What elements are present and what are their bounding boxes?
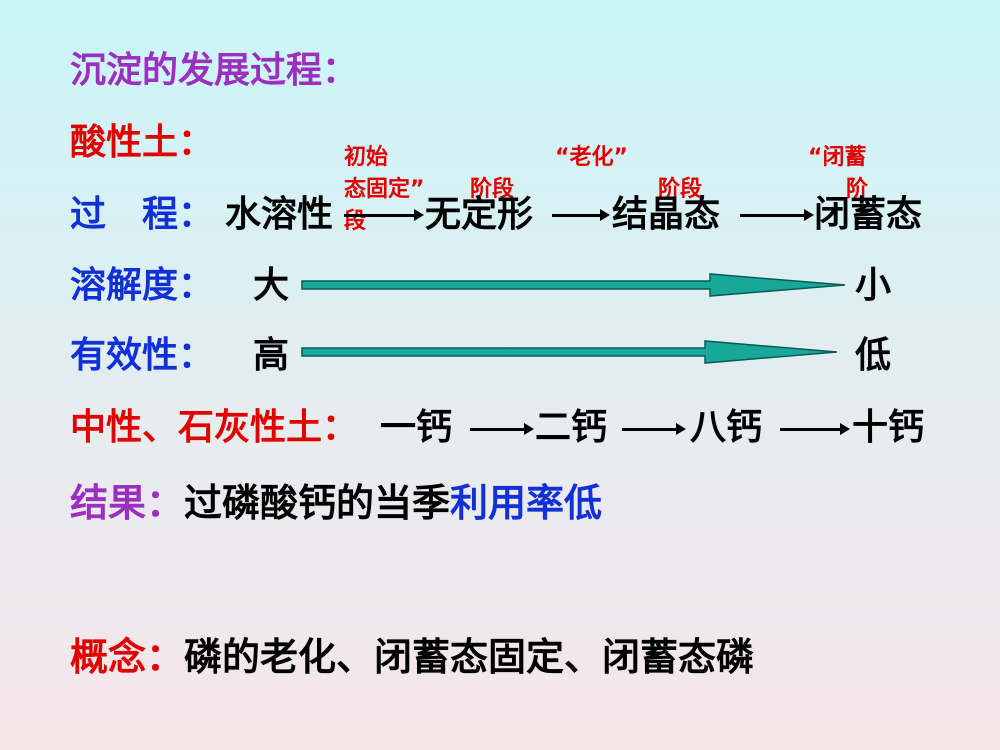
neutral-stage-4: 十钙 [852,407,925,448]
phase-label-occluded-line1: “闭蓄 [808,145,867,170]
concept-row: 概念：磷的老化、闭蓄态固定、闭蓄态磷 [70,638,754,676]
availability-label: 有效性： [70,335,215,376]
process-stage-4: 闭蓄态 [814,194,923,235]
neutral-stage-2: 二钙 [535,407,608,448]
phase-label-stage-1: 阶段 [470,177,515,202]
phase-label-occluded-line2: 阶 [846,176,869,202]
process-stage-3: 结晶态 [612,194,721,235]
availability-arrow [301,340,838,364]
phase-label-occluded: “闭蓄 阶 [808,142,868,206]
process-label: 过 程： [70,194,215,235]
concept-label: 概念： [70,635,185,679]
neutral-arrow-3 [780,423,850,435]
solubility-arrow [301,273,846,297]
phase-label-initial-line1: 初始 [344,145,389,170]
phase-label-initial-line3: 段 [344,208,367,234]
process-arrow-1 [344,209,424,221]
process-stage-2: 无定形 [425,194,534,235]
phase-label-initial: 初始 态固定” 段 [344,142,424,238]
neutral-soil-label: 中性、石灰性土： [70,407,359,448]
solubility-from: 大 [253,265,290,306]
neutral-stage-1: 一钙 [380,407,453,448]
slide-title: 沉淀的发展过程： [70,50,359,91]
solubility-label: 溶解度： [70,265,215,306]
process-arrow-3 [740,209,814,221]
result-row: 结果：过磷酸钙的当季利用率低 [70,484,602,522]
phase-label-stage-2: 阶段 [658,177,703,202]
acid-soil-label: 酸性土： [70,122,215,163]
phase-label-initial-line2: 态固定” [344,176,425,202]
process-arrow-2 [552,209,610,221]
concept-text: 磷的老化、闭蓄态固定、闭蓄态磷 [184,635,755,679]
result-label: 结果： [70,481,185,525]
phase-label-aging: “老化” [555,145,628,170]
neutral-stage-3: 八钙 [690,407,763,448]
solubility-to: 小 [855,265,892,306]
result-text: 过磷酸钙的当季 [184,481,451,525]
result-highlight: 利用率低 [450,481,603,525]
process-stage-1: 水溶性 [225,194,334,235]
availability-to: 低 [855,335,892,376]
availability-from: 高 [253,335,290,376]
neutral-arrow-2 [622,423,686,435]
neutral-arrow-1 [470,423,534,435]
